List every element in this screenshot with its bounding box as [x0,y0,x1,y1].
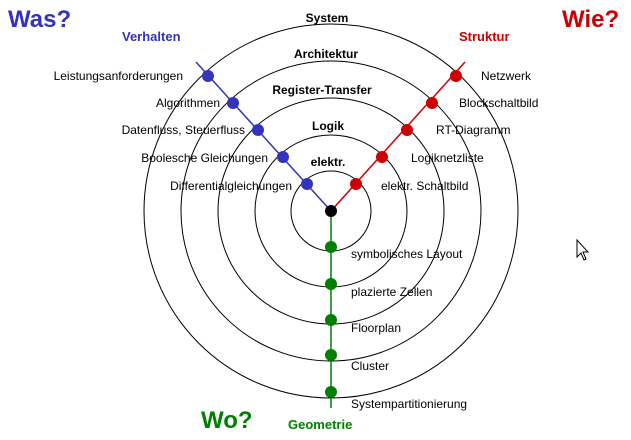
struktur-node [401,124,413,136]
verhalten-item-label: Datenfluss, Steuerfluss [122,123,245,137]
axis-label-struktur: Struktur [459,29,510,44]
geometrie-node [325,386,337,398]
geometrie-node [325,349,337,361]
struktur-item-label: RT-Diagramm [436,123,510,137]
verhalten-item-label: Leistungsanforderungen [54,69,183,83]
level-label-elektr: elektr. [311,155,346,169]
verhalten-node [301,178,313,190]
axis-label-verhalten: Verhalten [122,29,181,44]
mouse-pointer-icon [576,238,590,261]
verhalten-item-label: Boolesche Gleichungen [141,151,268,165]
struktur-item-label: Blockschaltbild [459,96,538,110]
center-node [325,205,337,217]
geometrie-item-label: symbolisches Layout [351,247,463,261]
geometrie-item-label: Systempartitionierung [351,397,467,411]
verhalten-item-label: Differentialgleichungen [170,179,292,193]
verhalten-node [252,124,264,136]
corner-title-wie: Wie? [562,6,619,33]
geometrie-item-label: plazierte Zellen [351,285,432,299]
struktur-item-label: Logiknetzliste [411,151,484,165]
axis-label-geometrie: Geometrie [288,417,352,432]
geometrie-node [325,241,337,253]
struktur-item-label: Netzwerk [481,69,532,83]
verhalten-node [227,97,239,109]
level-label-system: System [306,11,349,25]
geometrie-node [325,278,337,290]
level-label-register-transfer: Register-Transfer [272,83,372,97]
struktur-node [376,151,388,163]
geometrie-item-label: Cluster [351,359,389,373]
verhalten-node [277,151,289,163]
struktur-node [450,70,462,82]
struktur-node [426,97,438,109]
struktur-item-label: elektr. Schaltbild [381,179,468,193]
struktur-node [350,178,362,190]
geometrie-node [325,314,337,326]
corner-title-was: Was? [8,6,71,33]
corner-title-wo: Wo? [201,407,253,434]
geometrie-item-label: Floorplan [351,321,401,335]
verhalten-node [202,70,214,82]
level-label-logik: Logik [312,119,344,133]
verhalten-item-label: Algorithmen [156,96,220,110]
level-label-architektur: Architektur [294,47,358,61]
